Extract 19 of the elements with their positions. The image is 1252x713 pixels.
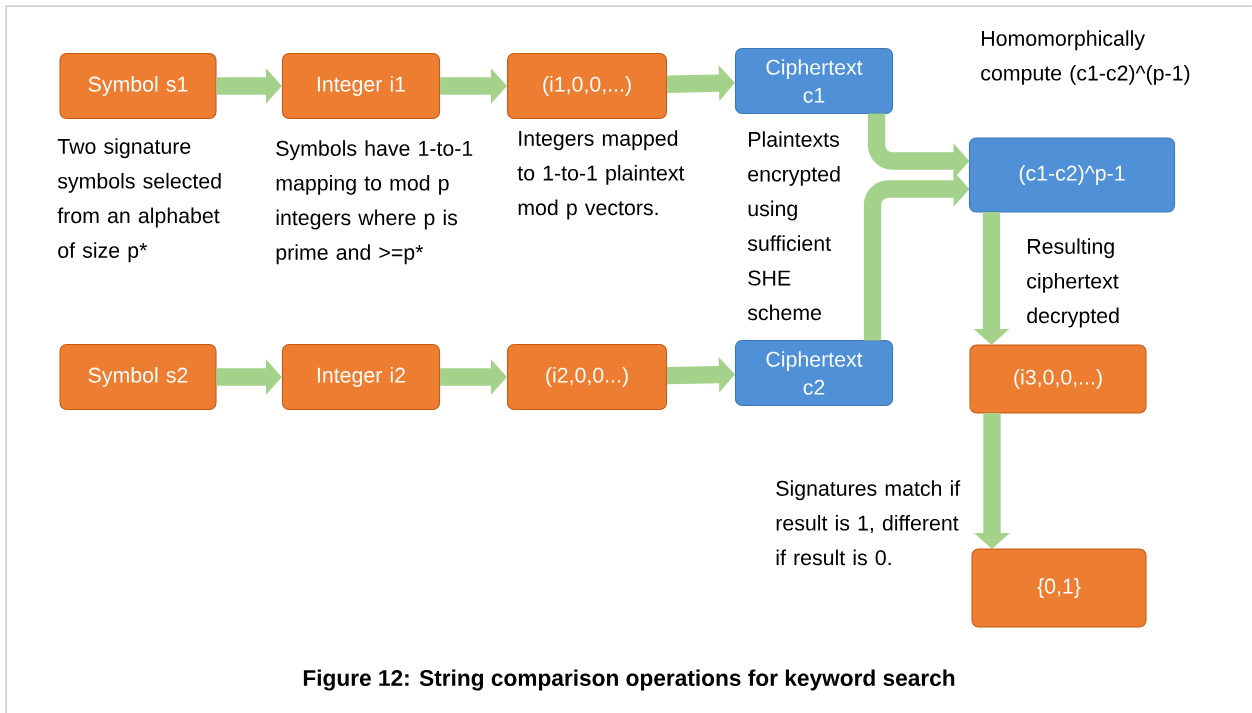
process-box: Symbol s2: [59, 343, 217, 411]
caption: Figure 12: String comparison operations for keyword search: [303, 669, 955, 691]
note-text: Plaintexts encrypted using sufficient SHE scheme: [747, 131, 840, 321]
ciphertext-box: Ciphertext c1: [734, 47, 894, 115]
note-text: Homomorphically compute (c1-c2)^(p-1): [981, 30, 1190, 85]
process-box: Integer i1: [281, 52, 441, 120]
process-box: (i2,0,0...): [507, 343, 667, 411]
process-box: (i3,0,0,...): [969, 344, 1147, 414]
ciphertext-box: (c1-c2)^p-1: [968, 137, 1176, 213]
process-box: Integer i2: [281, 343, 441, 411]
process-box: Symbol s1: [59, 52, 217, 120]
note-text: Resulting ciphertext decrypted: [1027, 238, 1119, 328]
process-box: {0,1}: [971, 548, 1147, 628]
note-text: Symbols have 1-to-1 mapping to mod p integers where p is prime and >=p*: [276, 140, 473, 265]
note-text: Signatures match if result is 1, different if result is 0.: [776, 480, 961, 566]
ciphertext-box: Ciphertext c2: [734, 339, 894, 407]
note-text: Two signature symbols selected from an alphabet of size p*: [57, 138, 221, 263]
process-box: (i1,0,0,...): [507, 52, 667, 120]
note-text: Integers mapped to 1-to-1 plaintext mod p vectors.: [517, 130, 685, 220]
